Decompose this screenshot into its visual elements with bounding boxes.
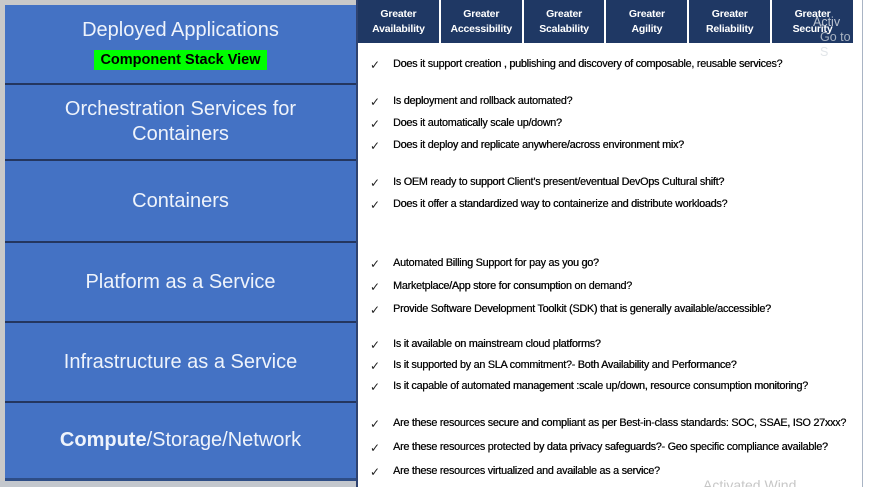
checklist-question: Is it available on mainstream cloud plat… (393, 338, 601, 350)
tab-label-line2: Reliability (706, 22, 754, 35)
checklist-group-platform-as-a-service: ✓ Automated Billing Support for pay as yo… (358, 256, 862, 325)
tab-label-line2: Accessibility (450, 22, 513, 35)
checklist-group-orchestration-services-for-containers: ✓ Is deployment and rollback automated? ✓ D… (358, 94, 862, 160)
checkmark-icon: ✓ (369, 379, 381, 394)
checklist-item: ✓ Automated Billing Support for pay as yo… (358, 256, 862, 279)
checklist-group-containers: ✓ Is OEM ready to support Client’s presen… (358, 175, 862, 219)
checkmark-icon: ✓ (369, 256, 381, 271)
stack-box-label: Containers (132, 189, 229, 212)
checkmark-icon: ✓ (369, 302, 381, 317)
tab-label-line2: Availability (372, 22, 425, 35)
stack-box-label: Orchestration Services for Containers (64, 98, 297, 145)
checklist-item: ✓ Does it automatically scale up/down? (358, 116, 862, 138)
checklist-question: Are these resources protected by data pr… (393, 441, 828, 453)
checkmark-icon: ✓ (369, 279, 381, 294)
checklist-item: ✓ Does it deploy and replicate anywhere/a… (358, 138, 862, 160)
tab-label-line2: Security (792, 22, 833, 35)
tab-label-line1: Greater (463, 8, 500, 21)
checkmark-icon: ✓ (369, 138, 381, 153)
tab-label-line2: Agility (631, 22, 663, 35)
checklist-item: ✓ Are these resources secure and complian… (358, 416, 862, 440)
checklist-group-compute-storage-network: ✓ Are these resources secure and complian… (358, 416, 862, 487)
tab-label-line1: Greater (628, 8, 665, 21)
checklist-item: ✓ Are these resources virtualized and ava… (358, 464, 862, 487)
checklist-question: Are these resources secure and compliant… (393, 417, 846, 429)
checklist-item: ✓ Is OEM ready to support Client’s presen… (358, 175, 862, 197)
checklist-question: Provide Software Development Toolkit (SD… (393, 303, 771, 315)
stack-box-infrastructure-as-a-service: Infrastructure as a Service (5, 323, 356, 401)
checklist-question: Is OEM ready to support Client’s present… (393, 176, 725, 188)
checkmark-icon: ✓ (369, 175, 381, 190)
checklist-item: ✓ Does it support creation , publishing a… (358, 57, 862, 79)
checklist-item: ✓ Is it supported by an SLA commitment?- … (358, 358, 862, 379)
checklist-question: Is it supported by an SLA commitment?- B… (393, 359, 737, 371)
checklist-question: Does it automatically scale up/down? (393, 117, 562, 129)
stack-box-label: Compute/Storage/Network (60, 428, 301, 453)
stack-box-compute-storage-network: Compute/Storage/Network (5, 403, 356, 478)
checklist-item: ✓ Is it capable of automated management :… (358, 379, 862, 400)
stack-box-label-bold: Compute (59, 429, 147, 451)
checklist-group-infrastructure-as-a-service: ✓ Is it available on mainstream cloud pla… (358, 337, 862, 400)
slide-edge-top (0, 0, 356, 5)
checkmark-icon: ✓ (369, 464, 381, 479)
stack-box-label: Platform as a Service (85, 270, 276, 293)
tab-label-line1: Greater (380, 8, 417, 21)
checklist-question: Does it support creation , publishing an… (393, 58, 783, 70)
tab-label-line2: Scalability (539, 22, 589, 35)
tab-label-line1: Greater (794, 8, 831, 21)
checklist-item: ✓ Marketplace/App store for consumption o… (358, 279, 862, 302)
checklist-item: ✓ Provide Software Development Toolkit (S… (358, 302, 862, 325)
stack-box-label: Infrastructure as a Service (63, 350, 298, 373)
tab-label-line1: Greater (711, 8, 748, 21)
checkmark-icon: ✓ (369, 358, 381, 373)
checkmark-icon: ✓ (369, 337, 381, 352)
checkmark-icon: ✓ (369, 94, 381, 109)
checklist-question: Does it offer a standardized way to cont… (393, 198, 728, 210)
component-stack-view-badge: Component Stack View (94, 49, 267, 71)
slide-edge-bottom (0, 481, 356, 487)
checklist-item: ✓ Is deployment and rollback automated? (358, 94, 862, 116)
checklist-question: Is it capable of automated management :s… (393, 380, 808, 392)
checklist-item: ✓ Are these resources protected by data p… (358, 440, 862, 464)
checklist-question: Marketplace/App store for consumption on… (393, 280, 632, 292)
stack-box-containers: Containers (5, 161, 356, 241)
stack-box-label: Deployed Applications (82, 18, 279, 41)
checkmark-icon: ✓ (369, 440, 381, 455)
checklist-group-deployed-applications: ✓ Does it support creation , publishing a… (358, 57, 862, 79)
checkmark-icon: ✓ (369, 116, 381, 131)
checkmark-icon: ✓ (369, 197, 381, 212)
checklist-question: Automated Billing Support for pay as you… (393, 257, 599, 269)
checklist-question: Are these resources virtualized and avai… (393, 465, 660, 477)
checklist-question: Does it deploy and replicate anywhere/ac… (393, 139, 684, 151)
tab-label-line1: Greater (546, 8, 583, 21)
checklist-question: Is deployment and rollback automated? (393, 95, 573, 107)
checklist-item: ✓ Does it offer a standardized way to con… (358, 197, 862, 219)
slide-edge-left (0, 0, 5, 487)
checklist-item: ✓ Is it available on mainstream cloud pla… (358, 337, 862, 358)
checkmark-icon: ✓ (369, 57, 381, 72)
stack-box-platform-as-a-service: Platform as a Service (5, 243, 356, 321)
checkmark-icon: ✓ (369, 416, 381, 431)
stack-box-orchestration-services-for-containers: Orchestration Services for Containers (5, 85, 356, 159)
stack-box-label-rest: /Storage/Network (146, 429, 302, 451)
